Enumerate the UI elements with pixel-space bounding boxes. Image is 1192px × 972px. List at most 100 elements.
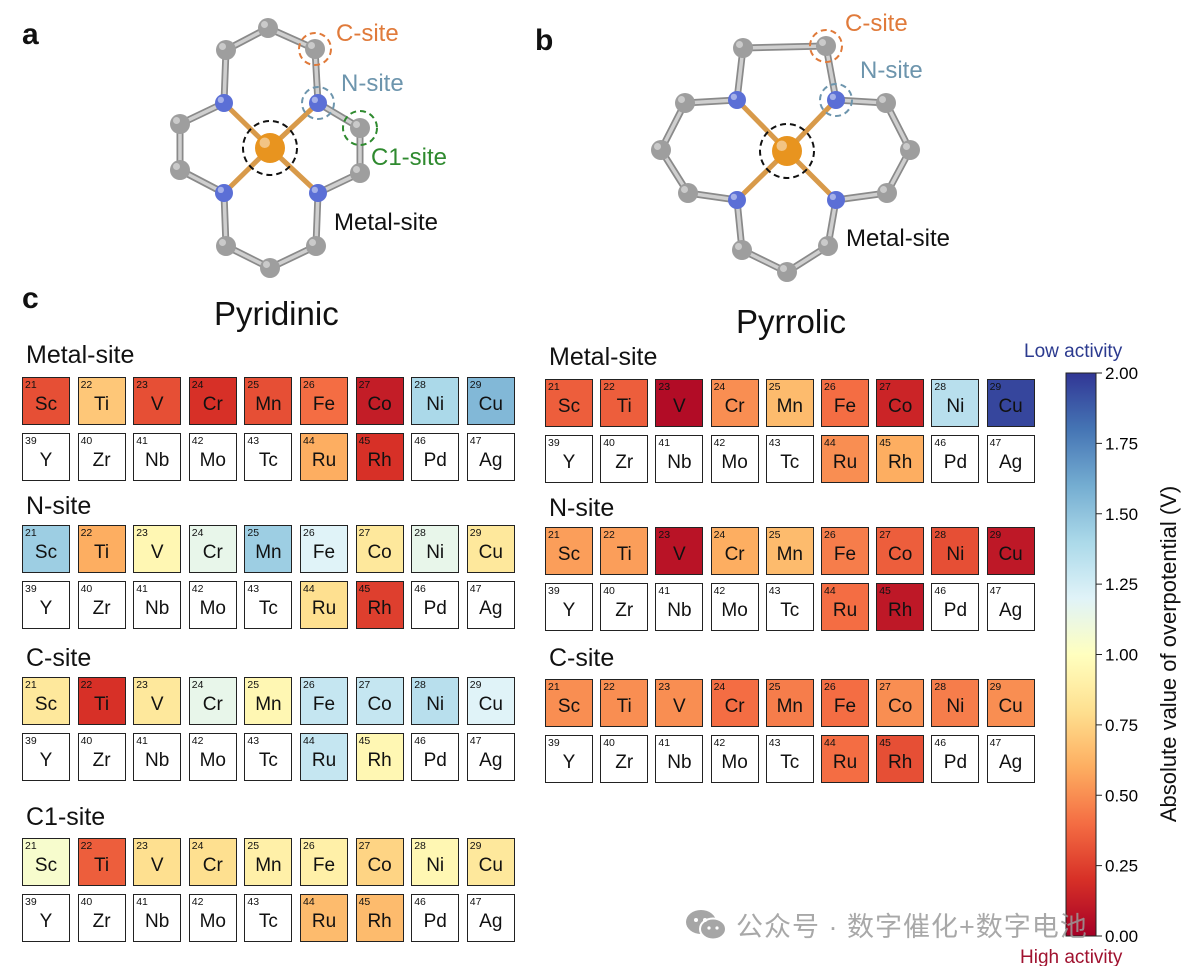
atomic-number: 47 (469, 435, 482, 447)
site-group-title: N-site (549, 494, 615, 522)
atomic-number: 39 (25, 735, 37, 747)
element-symbol: Ni (426, 694, 445, 715)
atomic-number: 40 (603, 737, 615, 749)
atomic-number: 21 (548, 681, 560, 693)
colorbar-tick-label: 1.00 (1105, 646, 1138, 665)
element-symbol: Mo (721, 452, 748, 473)
atomic-number: 26 (824, 381, 836, 393)
element-symbol: Co (888, 396, 913, 417)
atomic-number: 40 (603, 437, 615, 449)
atomic-number: 21 (25, 527, 37, 539)
element-symbol: Ru (311, 911, 337, 932)
element-symbol: Ru (832, 452, 858, 473)
atomic-number: 27 (879, 529, 891, 541)
element-symbol: Rh (367, 450, 392, 471)
atomic-number: 43 (247, 583, 260, 595)
carbon-atom (170, 114, 190, 134)
atomic-number: 39 (548, 437, 560, 449)
atomic-number: 23 (658, 681, 671, 693)
atomic-number: 42 (191, 583, 204, 595)
atomic-number: 47 (989, 737, 1002, 749)
element-symbol: Cr (202, 855, 223, 876)
atomic-number: 45 (358, 435, 371, 447)
carbon-atom (877, 183, 897, 203)
carbon-atom (216, 236, 236, 256)
element-symbol: Rh (367, 750, 392, 771)
atomic-number: 27 (879, 681, 891, 693)
atomic-number: 44 (303, 735, 315, 747)
metal-atom (255, 133, 285, 163)
element-symbol: Co (888, 696, 913, 717)
atomic-number: 41 (136, 583, 148, 595)
site-group-title: C-site (26, 644, 92, 672)
element-symbol: Sc (34, 394, 58, 415)
atomic-number: 24 (191, 379, 204, 391)
atomic-number: 46 (414, 735, 426, 747)
carbon-atom (258, 18, 278, 38)
element-symbol: Sc (34, 542, 58, 563)
atomic-number: 29 (469, 840, 482, 852)
atomic-number: 45 (879, 737, 891, 749)
atomic-number: 25 (768, 381, 781, 393)
element-symbol: V (150, 694, 164, 715)
atomic-number: 44 (824, 437, 836, 449)
atomic-number: 42 (191, 896, 204, 908)
element-symbol: Zr (615, 452, 634, 473)
colorbar-tick-label: 1.75 (1105, 434, 1138, 453)
element-symbol: Nb (667, 752, 692, 773)
carbon-atom (306, 236, 326, 256)
atomic-number: 22 (603, 381, 615, 393)
atomic-number: 29 (989, 681, 1002, 693)
element-symbol: Co (367, 394, 392, 415)
element-symbol: Pd (943, 600, 968, 621)
atomic-number: 24 (191, 527, 204, 539)
element-symbol: Tc (258, 450, 278, 471)
element-symbol: Ti (94, 694, 110, 715)
site-group-title: N-site (26, 492, 92, 520)
element-symbol: Y (39, 598, 53, 619)
element-symbol: Zr (615, 600, 634, 621)
atomic-number: 39 (25, 896, 37, 908)
element-symbol: Ag (479, 598, 503, 619)
pyridinic-title: Pyridinic (214, 295, 339, 332)
element-symbol: Ti (616, 696, 632, 717)
carbon-atom (732, 240, 752, 260)
element-symbol: Fe (312, 694, 336, 715)
element-symbol: Pd (943, 452, 968, 473)
element-symbol: Mo (721, 752, 748, 773)
atomic-number: 42 (191, 735, 204, 747)
carbon-atom (305, 39, 325, 59)
element-symbol: Rh (367, 911, 392, 932)
